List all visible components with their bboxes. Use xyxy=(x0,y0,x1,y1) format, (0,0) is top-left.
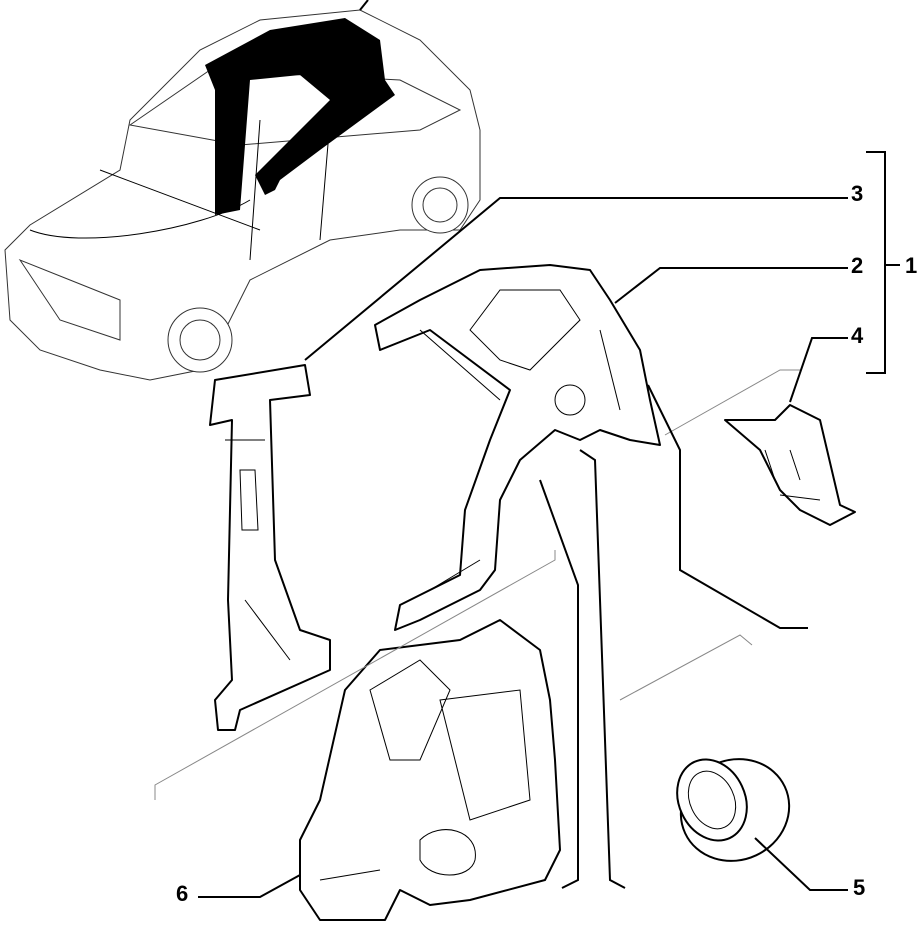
construction-lines xyxy=(154,369,800,800)
leader-lines xyxy=(198,151,900,898)
part-6-wheelhouse xyxy=(299,619,561,921)
car-illustration xyxy=(4,0,481,381)
part-3-b-pillar xyxy=(209,364,331,731)
callout-6: 6 xyxy=(176,881,189,906)
part-2-quarter-panel xyxy=(374,264,661,631)
callout-3: 3 xyxy=(851,181,864,206)
part-5-cover xyxy=(676,758,791,862)
callout-5: 5 xyxy=(853,875,866,900)
callout-2: 2 xyxy=(851,253,864,278)
callout-4: 4 xyxy=(851,323,864,348)
highlighted-pillar-section xyxy=(205,18,395,215)
callout-1: 1 xyxy=(905,253,918,278)
part-4-bracket xyxy=(724,404,856,526)
